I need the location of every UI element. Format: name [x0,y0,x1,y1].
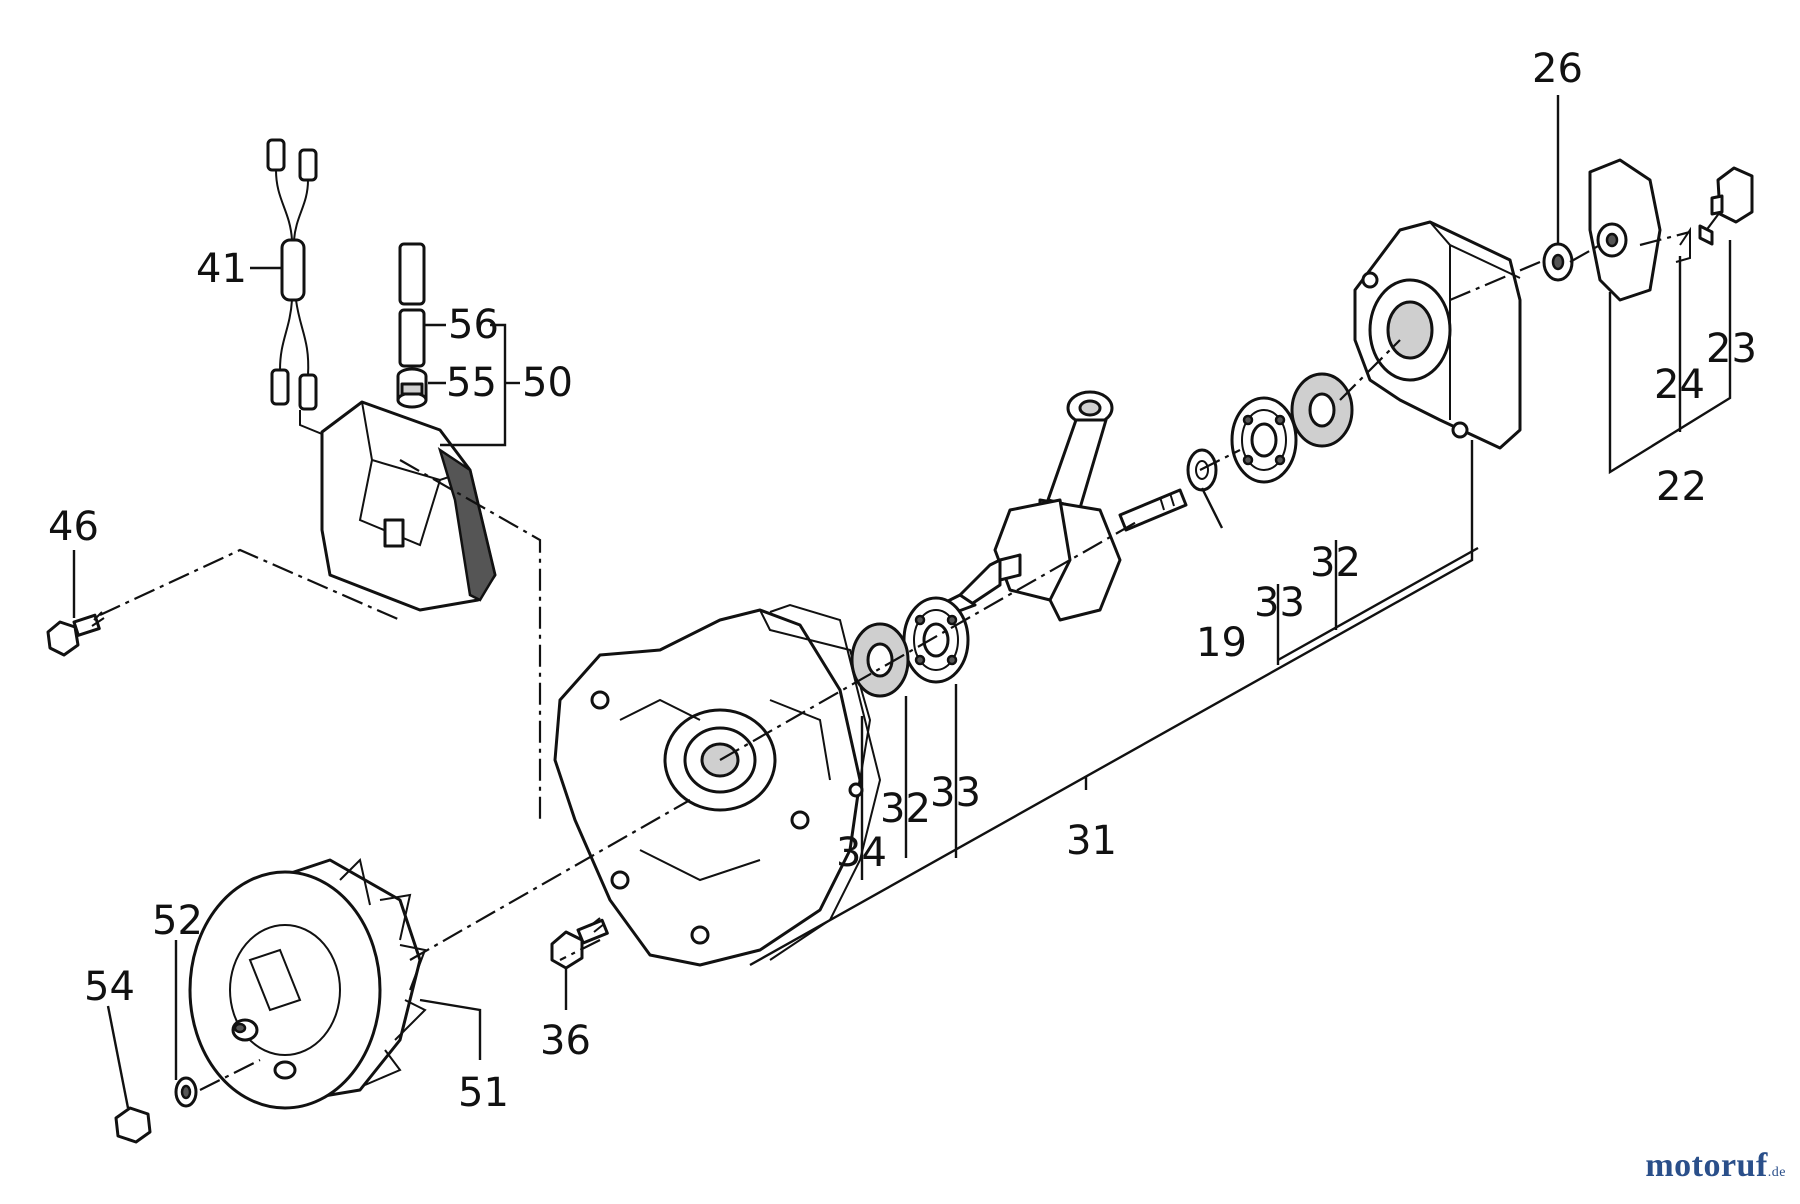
watermark-logo: motoruf.de [1645,1147,1786,1185]
watermark-suffix: .de [1767,1165,1786,1180]
callout-24: 24 [1654,362,1705,408]
flywheel-drawing [188,858,427,1110]
bearings-right-drawing [1186,372,1354,492]
crankcase-right-drawing [1353,220,1522,450]
watermark-brand: motoruf [1645,1147,1768,1184]
washer-nut-drawing [114,1076,198,1144]
callout-labels: 41 56 55 50 46 26 23 24 22 19 33 32 32 3… [48,46,1757,1116]
callout-34: 34 [836,830,887,876]
callout-36: 36 [540,1018,591,1064]
callout-26: 26 [1532,46,1583,92]
callout-19: 19 [1196,620,1247,666]
callout-51: 51 [458,1070,509,1116]
callout-46: 46 [48,504,99,550]
callout-22: 22 [1656,464,1707,510]
callout-33-lower: 33 [930,770,981,816]
starter-parts-drawing [1542,158,1754,302]
callout-32-upper: 32 [1310,540,1361,586]
crankcase-left-drawing [553,603,882,967]
callout-54: 54 [84,964,135,1010]
ignition-coil-drawing [266,138,497,612]
callout-31: 31 [1066,818,1117,864]
leader-lines [72,95,1732,1109]
callout-32-lower: 32 [880,786,931,832]
callout-56: 56 [448,302,499,348]
callout-41: 41 [196,246,247,292]
callout-23: 23 [1706,326,1757,372]
callout-52: 52 [152,898,203,944]
bolt-46-drawing [46,611,105,657]
assembly-axes [99,211,1721,1091]
callout-55: 55 [446,360,497,406]
bolt-36-drawing [550,917,609,970]
callout-50: 50 [522,360,573,406]
bearings-left-drawing [850,596,970,698]
crankshaft-drawing [928,390,1188,625]
callout-33-upper: 33 [1254,580,1305,626]
